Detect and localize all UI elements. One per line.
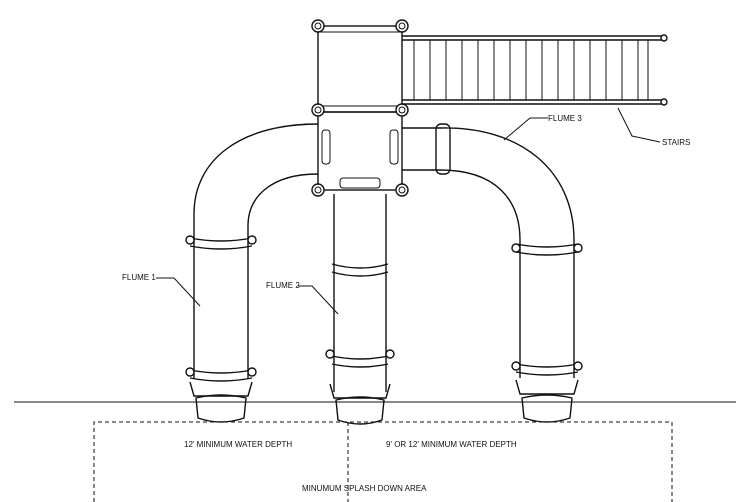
upper-platform [317,25,403,113]
flume-1-leader [156,277,201,307]
splash-area-label: MINUMUM SPLASH DOWN AREA [302,484,427,493]
stairs-leader [617,107,661,143]
flume-1-drawing [185,123,319,423]
depth-right-label: 9' OR 12' MINIMUM WATER DEPTH [386,440,517,449]
tower-bolts [311,19,409,197]
flume-3-drawing [402,123,583,423]
stairs-label: STAIRS [662,138,690,147]
flume-2-label: FLUME 2 [266,281,300,290]
flume-1-label: FLUME 1 [122,273,156,282]
flume-3-leader [503,117,548,141]
flume-3-label: FLUME 3 [548,114,582,123]
flume-2-drawing [325,194,395,425]
depth-left-label: 12' MINIMUM WATER DEPTH [184,440,292,449]
lower-platform [317,111,403,191]
stairs-drawing [401,34,668,106]
flume-2-leader [298,285,339,315]
